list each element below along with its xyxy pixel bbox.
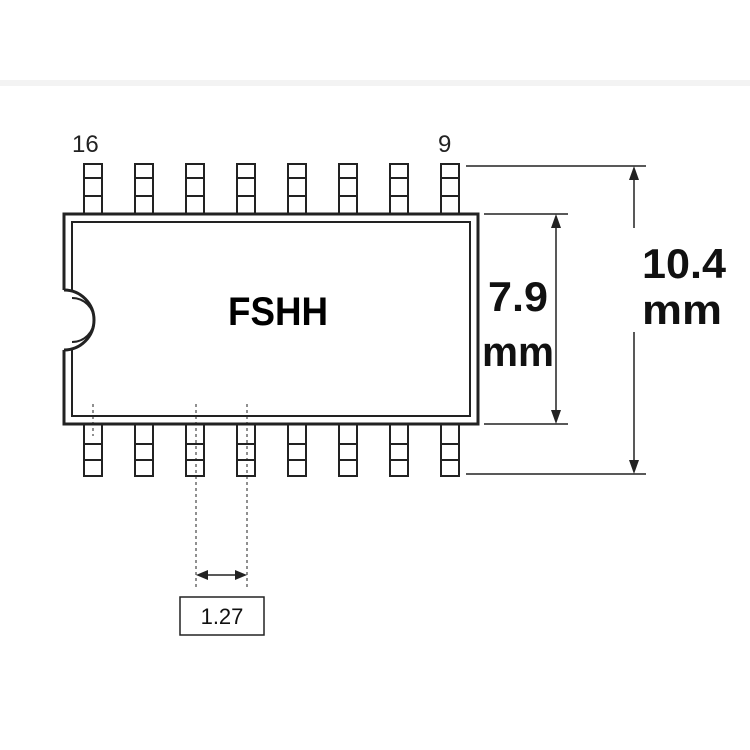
pitch-arrow-left <box>196 570 208 580</box>
pitch-label: 1.27 <box>201 604 244 629</box>
total-width-arrow-top <box>629 166 639 180</box>
pin-4-lead <box>236 423 256 477</box>
notch-mask <box>62 290 92 350</box>
pin-16-lead <box>83 163 103 215</box>
pin-number-9: 9 <box>438 131 451 158</box>
body-width-arrow-top <box>551 214 561 228</box>
chip-body-outer <box>62 212 480 426</box>
pin-7-lead <box>389 423 409 477</box>
pin-14-lead <box>185 163 205 215</box>
total-width-arrow-bottom <box>629 460 639 474</box>
chip-body-inner <box>71 221 471 417</box>
pin-8 <box>440 423 460 477</box>
pin-1-lead <box>83 423 103 477</box>
pin-1 <box>83 423 103 477</box>
header-band <box>0 0 750 86</box>
pin-5 <box>287 423 307 477</box>
pin-6 <box>338 423 358 477</box>
pin-12-lead <box>287 163 307 215</box>
pin-2-lead <box>134 423 154 477</box>
body-width-dimension: 7.9 mm <box>482 213 568 425</box>
chip-label: FSHH <box>228 290 328 334</box>
pin-15 <box>134 163 154 215</box>
pin-9 <box>440 163 460 215</box>
pin-4 <box>236 423 256 477</box>
pin-8-lead <box>440 423 460 477</box>
total-width-dimension: 10.4 mm <box>466 165 727 475</box>
pin-6-lead <box>338 423 358 477</box>
pin-13-lead <box>236 163 256 215</box>
pin-3 <box>185 423 205 477</box>
pin-10-lead <box>389 163 409 215</box>
body-width-label-bg <box>484 268 552 378</box>
total-width-label-gap <box>626 228 646 332</box>
pin-5-lead <box>287 423 307 477</box>
pin-11-lead <box>338 163 358 215</box>
pin-pitch-dimension: 1.27 <box>92 404 265 636</box>
pin-14 <box>185 163 205 215</box>
pin-10 <box>389 163 409 215</box>
pin-number-16: 16 <box>72 131 99 158</box>
pin-2 <box>134 423 154 477</box>
top-pin-row <box>83 163 460 215</box>
pitch-arrow-right <box>235 570 247 580</box>
pin-11 <box>338 163 358 215</box>
total-width-value: 10.4 <box>642 240 727 287</box>
body-width-unit: mm <box>482 328 554 375</box>
pin-9-lead <box>440 163 460 215</box>
bottom-pin-row <box>83 423 460 477</box>
chip-body <box>62 212 480 426</box>
pin-16 <box>83 163 103 215</box>
pin-12 <box>287 163 307 215</box>
pin1-notch-inner <box>71 297 95 343</box>
pin-3-lead <box>185 423 205 477</box>
pitch-label-box <box>179 596 265 636</box>
pin-7 <box>389 423 409 477</box>
pin-15-lead <box>134 163 154 215</box>
pin-13 <box>236 163 256 215</box>
body-width-arrow-bottom <box>551 410 561 424</box>
total-width-unit: mm <box>642 286 722 333</box>
body-width-value: 7.9 <box>488 273 548 320</box>
